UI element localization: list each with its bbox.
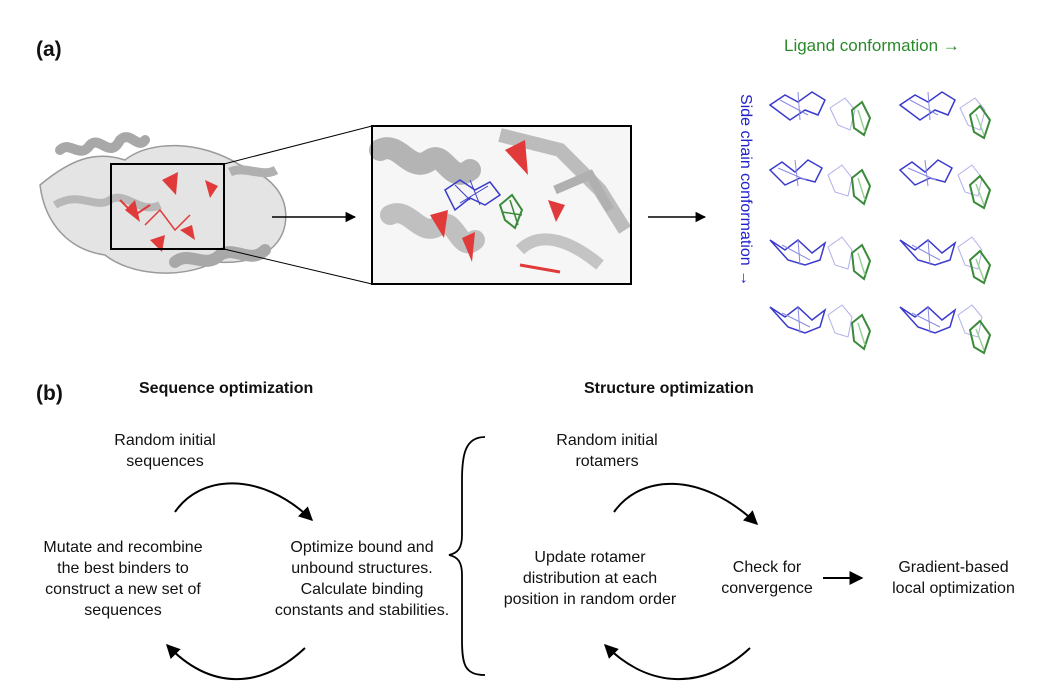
conformation-cell [768, 159, 872, 206]
struct-cycle-arrow-top [613, 482, 759, 525]
panel-a-label: (a) [36, 38, 62, 61]
conformation-grid [768, 91, 992, 355]
ligand-conformation-axis-label: Ligand conformation → [784, 36, 960, 55]
conformation-cell [768, 91, 872, 137]
struct-cycle-arrow-bottom [604, 644, 751, 681]
conformation-cell [769, 304, 872, 351]
structure-optimization-heading: Structure optimization [584, 380, 754, 397]
zoomed-view-frame [371, 125, 632, 285]
panel-b-label: (b) [36, 382, 63, 405]
conformation-cell [899, 236, 992, 285]
side-chain-conformation-axis-label: Side chain conformation → [737, 94, 754, 287]
conformation-cell [898, 159, 992, 210]
conformation-cell [899, 304, 992, 355]
overview-selection-box [110, 163, 225, 250]
sequence-optimization-heading: Sequence optimization [139, 380, 314, 397]
seq-cycle-arrow-bottom [166, 643, 306, 681]
zoomed-binding-site-image [369, 126, 631, 284]
conformation-cell [769, 236, 872, 281]
seq-cycle-arrow-top [174, 482, 314, 521]
conformation-cell [898, 91, 992, 140]
curly-brace [448, 436, 486, 676]
